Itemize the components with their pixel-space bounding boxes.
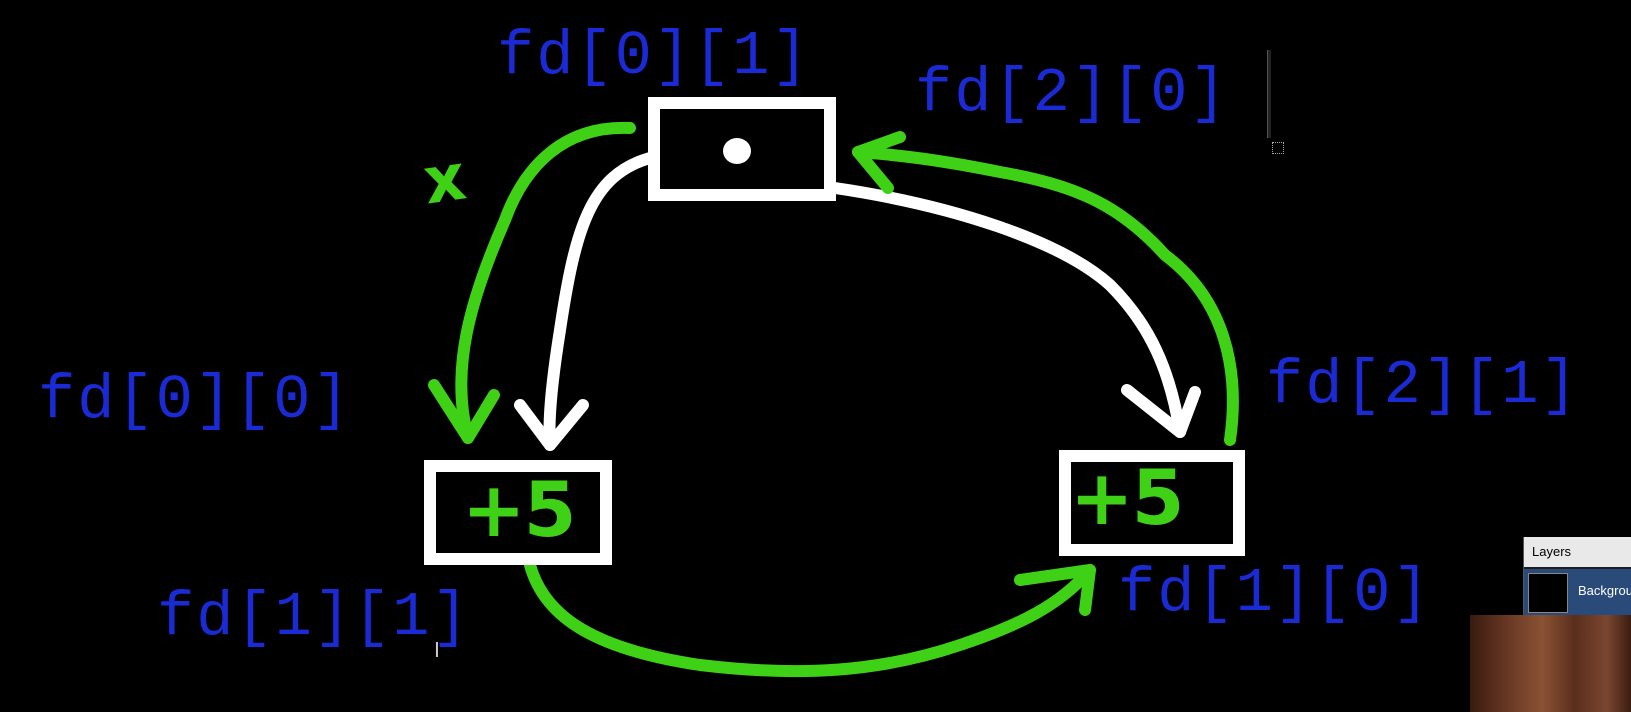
cross-mark: x xyxy=(419,140,471,220)
label-fd-1-0: fd[1][0] xyxy=(1118,558,1432,629)
green-arrowhead-left xyxy=(428,379,500,444)
layer-row-background[interactable]: Backgroun xyxy=(1524,569,1631,617)
child-process-box-right xyxy=(1059,450,1245,556)
ibeam-cursor-icon: I xyxy=(434,638,440,662)
white-arrowhead-left xyxy=(514,399,589,451)
layer-name: Backgroun xyxy=(1578,583,1631,598)
label-fd-0-0: fd[0][0] xyxy=(38,365,352,436)
white-arrow-top-to-left xyxy=(543,152,656,451)
white-arrow-top-to-right xyxy=(829,182,1186,438)
label-fd-2-1: fd[2][1] xyxy=(1266,350,1580,421)
layer-thumbnail xyxy=(1528,573,1568,613)
resize-handle-icon[interactable] xyxy=(1272,142,1284,154)
webcam-overlay xyxy=(1470,615,1631,712)
layers-panel-title: Layers xyxy=(1524,537,1631,567)
child-process-box-left xyxy=(424,460,612,565)
label-fd-1-1: fd[1][1] xyxy=(157,582,471,653)
green-arrow-right-to-top xyxy=(852,146,1239,446)
layers-panel[interactable]: Layers Backgroun xyxy=(1523,537,1631,617)
white-arrowhead-right xyxy=(1121,384,1201,438)
text-caret xyxy=(1267,50,1271,138)
green-arrow-top-to-left xyxy=(455,121,636,444)
green-arrowhead-top xyxy=(852,131,906,194)
label-fd-0-1: fd[0][1] xyxy=(497,21,811,92)
label-fd-2-0: fd[2][0] xyxy=(915,58,1229,129)
right-box-value: +5 xyxy=(1070,453,1185,542)
green-arrow-left-to-right xyxy=(524,559,1096,678)
parent-process-box xyxy=(648,97,836,201)
green-arrowhead-right xyxy=(1014,564,1096,616)
left-box-value: +5 xyxy=(462,465,577,554)
